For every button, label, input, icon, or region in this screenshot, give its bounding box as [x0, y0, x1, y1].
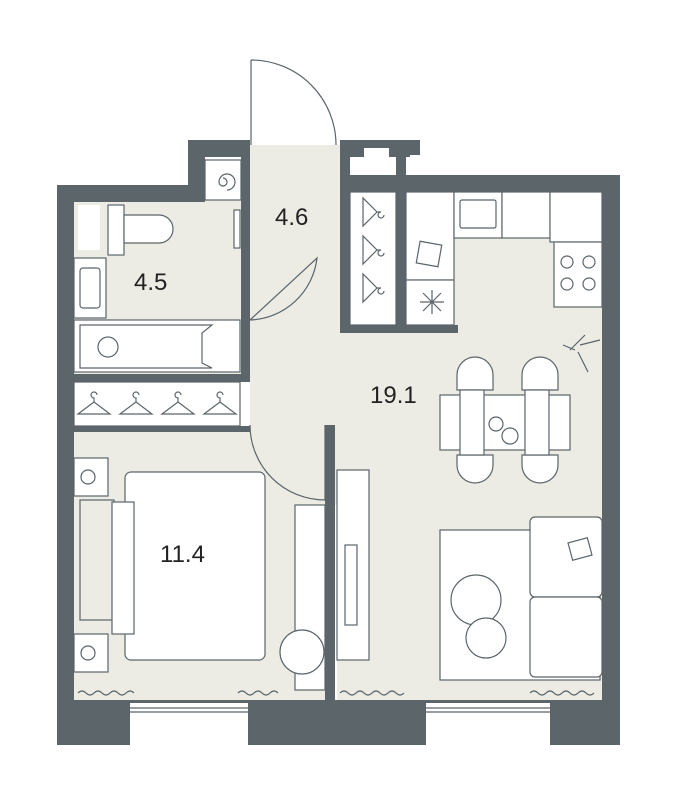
curtains [77, 690, 595, 696]
chair [279, 629, 325, 675]
washing-machine [204, 159, 242, 201]
bathroom-area: 4.5 [134, 269, 167, 296]
bedroom-wardrobe [73, 381, 241, 427]
hanger-icons [76, 391, 238, 415]
bathtub-drain-icon [97, 336, 119, 358]
windows [125, 703, 552, 745]
bathroom-door [249, 256, 318, 321]
bathroom-fixtures [73, 159, 242, 373]
bathtub [73, 319, 241, 373]
bedroom-door [249, 424, 326, 501]
fridge [405, 191, 455, 281]
hall-wardrobe [349, 191, 397, 326]
kitchen [405, 191, 603, 373]
counter [549, 191, 603, 243]
kitchen-sink [453, 191, 503, 239]
washer-drum-icon [218, 173, 236, 191]
sink-icon [79, 267, 101, 309]
toilet-tank [107, 204, 125, 256]
burner-icons [560, 255, 596, 291]
window-living [426, 703, 550, 745]
nightstand [73, 633, 109, 673]
living-area: 19.1 [370, 382, 417, 409]
pillow-icon [567, 536, 593, 562]
tv-unit [336, 469, 370, 661]
toilet-icon [123, 214, 174, 244]
bathtub-basin [79, 324, 214, 369]
bed-blanket [111, 501, 135, 635]
plant-icon [562, 334, 601, 373]
bedroom-furniture [73, 457, 326, 691]
note-icon [415, 240, 443, 268]
entry-door [250, 59, 337, 146]
window-bedroom [130, 703, 248, 745]
nightstand [73, 457, 109, 497]
hanger-icons [362, 196, 385, 304]
towel-rail [233, 209, 241, 249]
bedroom-area: 11.4 [160, 541, 205, 568]
sofa-seat [529, 596, 603, 678]
snowflake-icon [420, 290, 444, 314]
cooktop [553, 241, 603, 308]
living-furniture [439, 516, 603, 681]
pouf [465, 617, 507, 659]
coffee-table [450, 574, 502, 626]
hallway-area: 4.6 [275, 204, 308, 231]
sofa-seat [529, 516, 603, 598]
dining-table [439, 356, 571, 484]
dishwasher [501, 191, 551, 239]
